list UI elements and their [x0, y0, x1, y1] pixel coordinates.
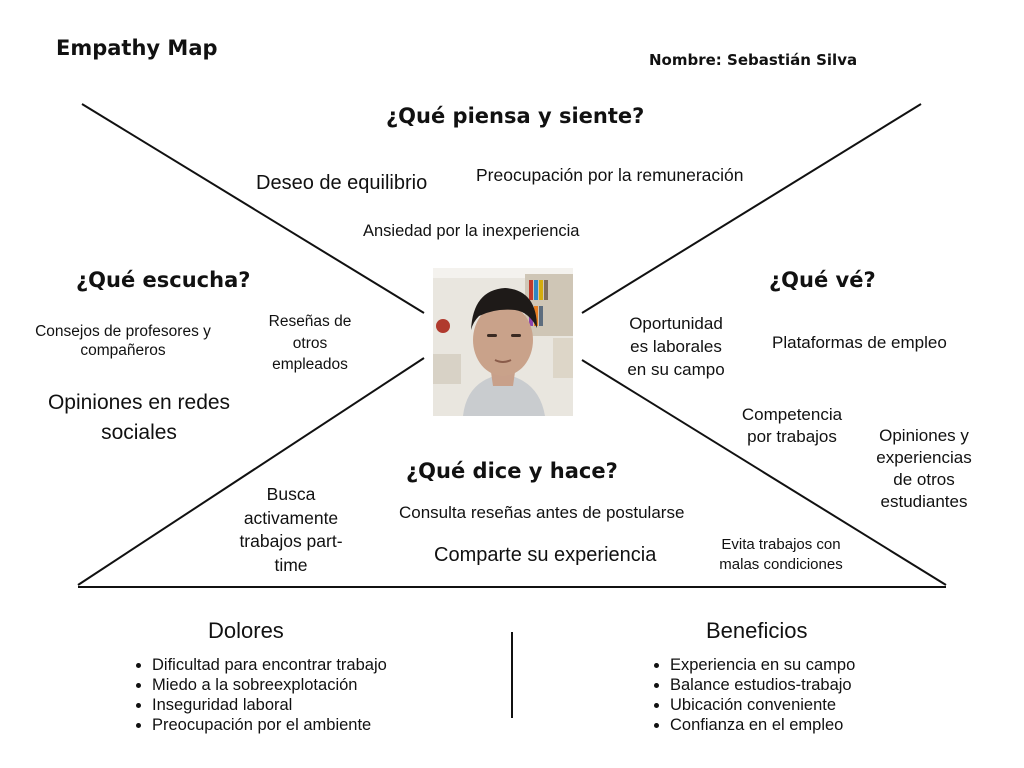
gains-heading: Beneficios [706, 618, 808, 643]
note-says-share: Comparte su experiencia [434, 544, 657, 566]
list-item: Preocupación por el ambiente [152, 715, 387, 735]
note-thinks-anxiety: Ansiedad por la inexperiencia [363, 222, 580, 240]
gains-list: Experiencia en su campo Balance estudios… [650, 655, 855, 735]
profile-photo [433, 268, 573, 416]
note-sees-competition: Competencia por trabajos [741, 405, 843, 447]
note-says-search: Busca activamente trabajos part-time [239, 484, 343, 575]
list-item: Ubicación conveniente [670, 695, 855, 715]
divider-top-right [581, 103, 922, 314]
note-says-avoid: Evita trabajos con malas condiciones [719, 536, 843, 573]
list-item: Inseguridad laboral [152, 695, 387, 715]
note-hears-reviews: Reseñas de otros empleados [268, 313, 352, 374]
pains-heading: Dolores [208, 618, 284, 643]
note-hears-advice: Consejos de profesores y compañeros [35, 323, 211, 360]
section-thinks-heading: ¿Qué piensa y siente? [386, 104, 645, 128]
section-hears-heading: ¿Qué escucha? [76, 268, 251, 292]
divider-bottom-right [581, 359, 947, 586]
note-hears-social: Opiniones en redes sociales [47, 391, 231, 445]
pains-list: Dificultad para encontrar trabajo Miedo … [132, 655, 387, 735]
list-item: Experiencia en su campo [670, 655, 855, 675]
list-item: Miedo a la sobreexplotación [152, 675, 387, 695]
list-item: Dificultad para encontrar trabajo [152, 655, 387, 675]
section-sees-heading: ¿Qué vé? [769, 268, 876, 292]
note-sees-platforms: Plataformas de empleo [772, 333, 947, 352]
person-name: Nombre: Sebastián Silva [649, 51, 858, 69]
list-item: Balance estudios-trabajo [670, 675, 855, 695]
divider-bottom-left [77, 357, 425, 586]
divider-top-left [81, 103, 425, 314]
note-sees-opinions: Opiniones y experiencias de otros estudi… [876, 426, 972, 512]
list-item: Confianza en el empleo [670, 715, 855, 735]
section-says-heading: ¿Qué dice y hace? [406, 459, 618, 483]
note-sees-opportunities: Oportunidad es laborales en su campo [627, 314, 725, 379]
note-says-reviews: Consulta reseñas antes de postularse [399, 503, 685, 522]
page-title: Empathy Map [56, 36, 218, 60]
note-thinks-pay: Preocupación por la remuneración [476, 165, 744, 185]
note-thinks-balance: Deseo de equilibrio [256, 172, 428, 194]
